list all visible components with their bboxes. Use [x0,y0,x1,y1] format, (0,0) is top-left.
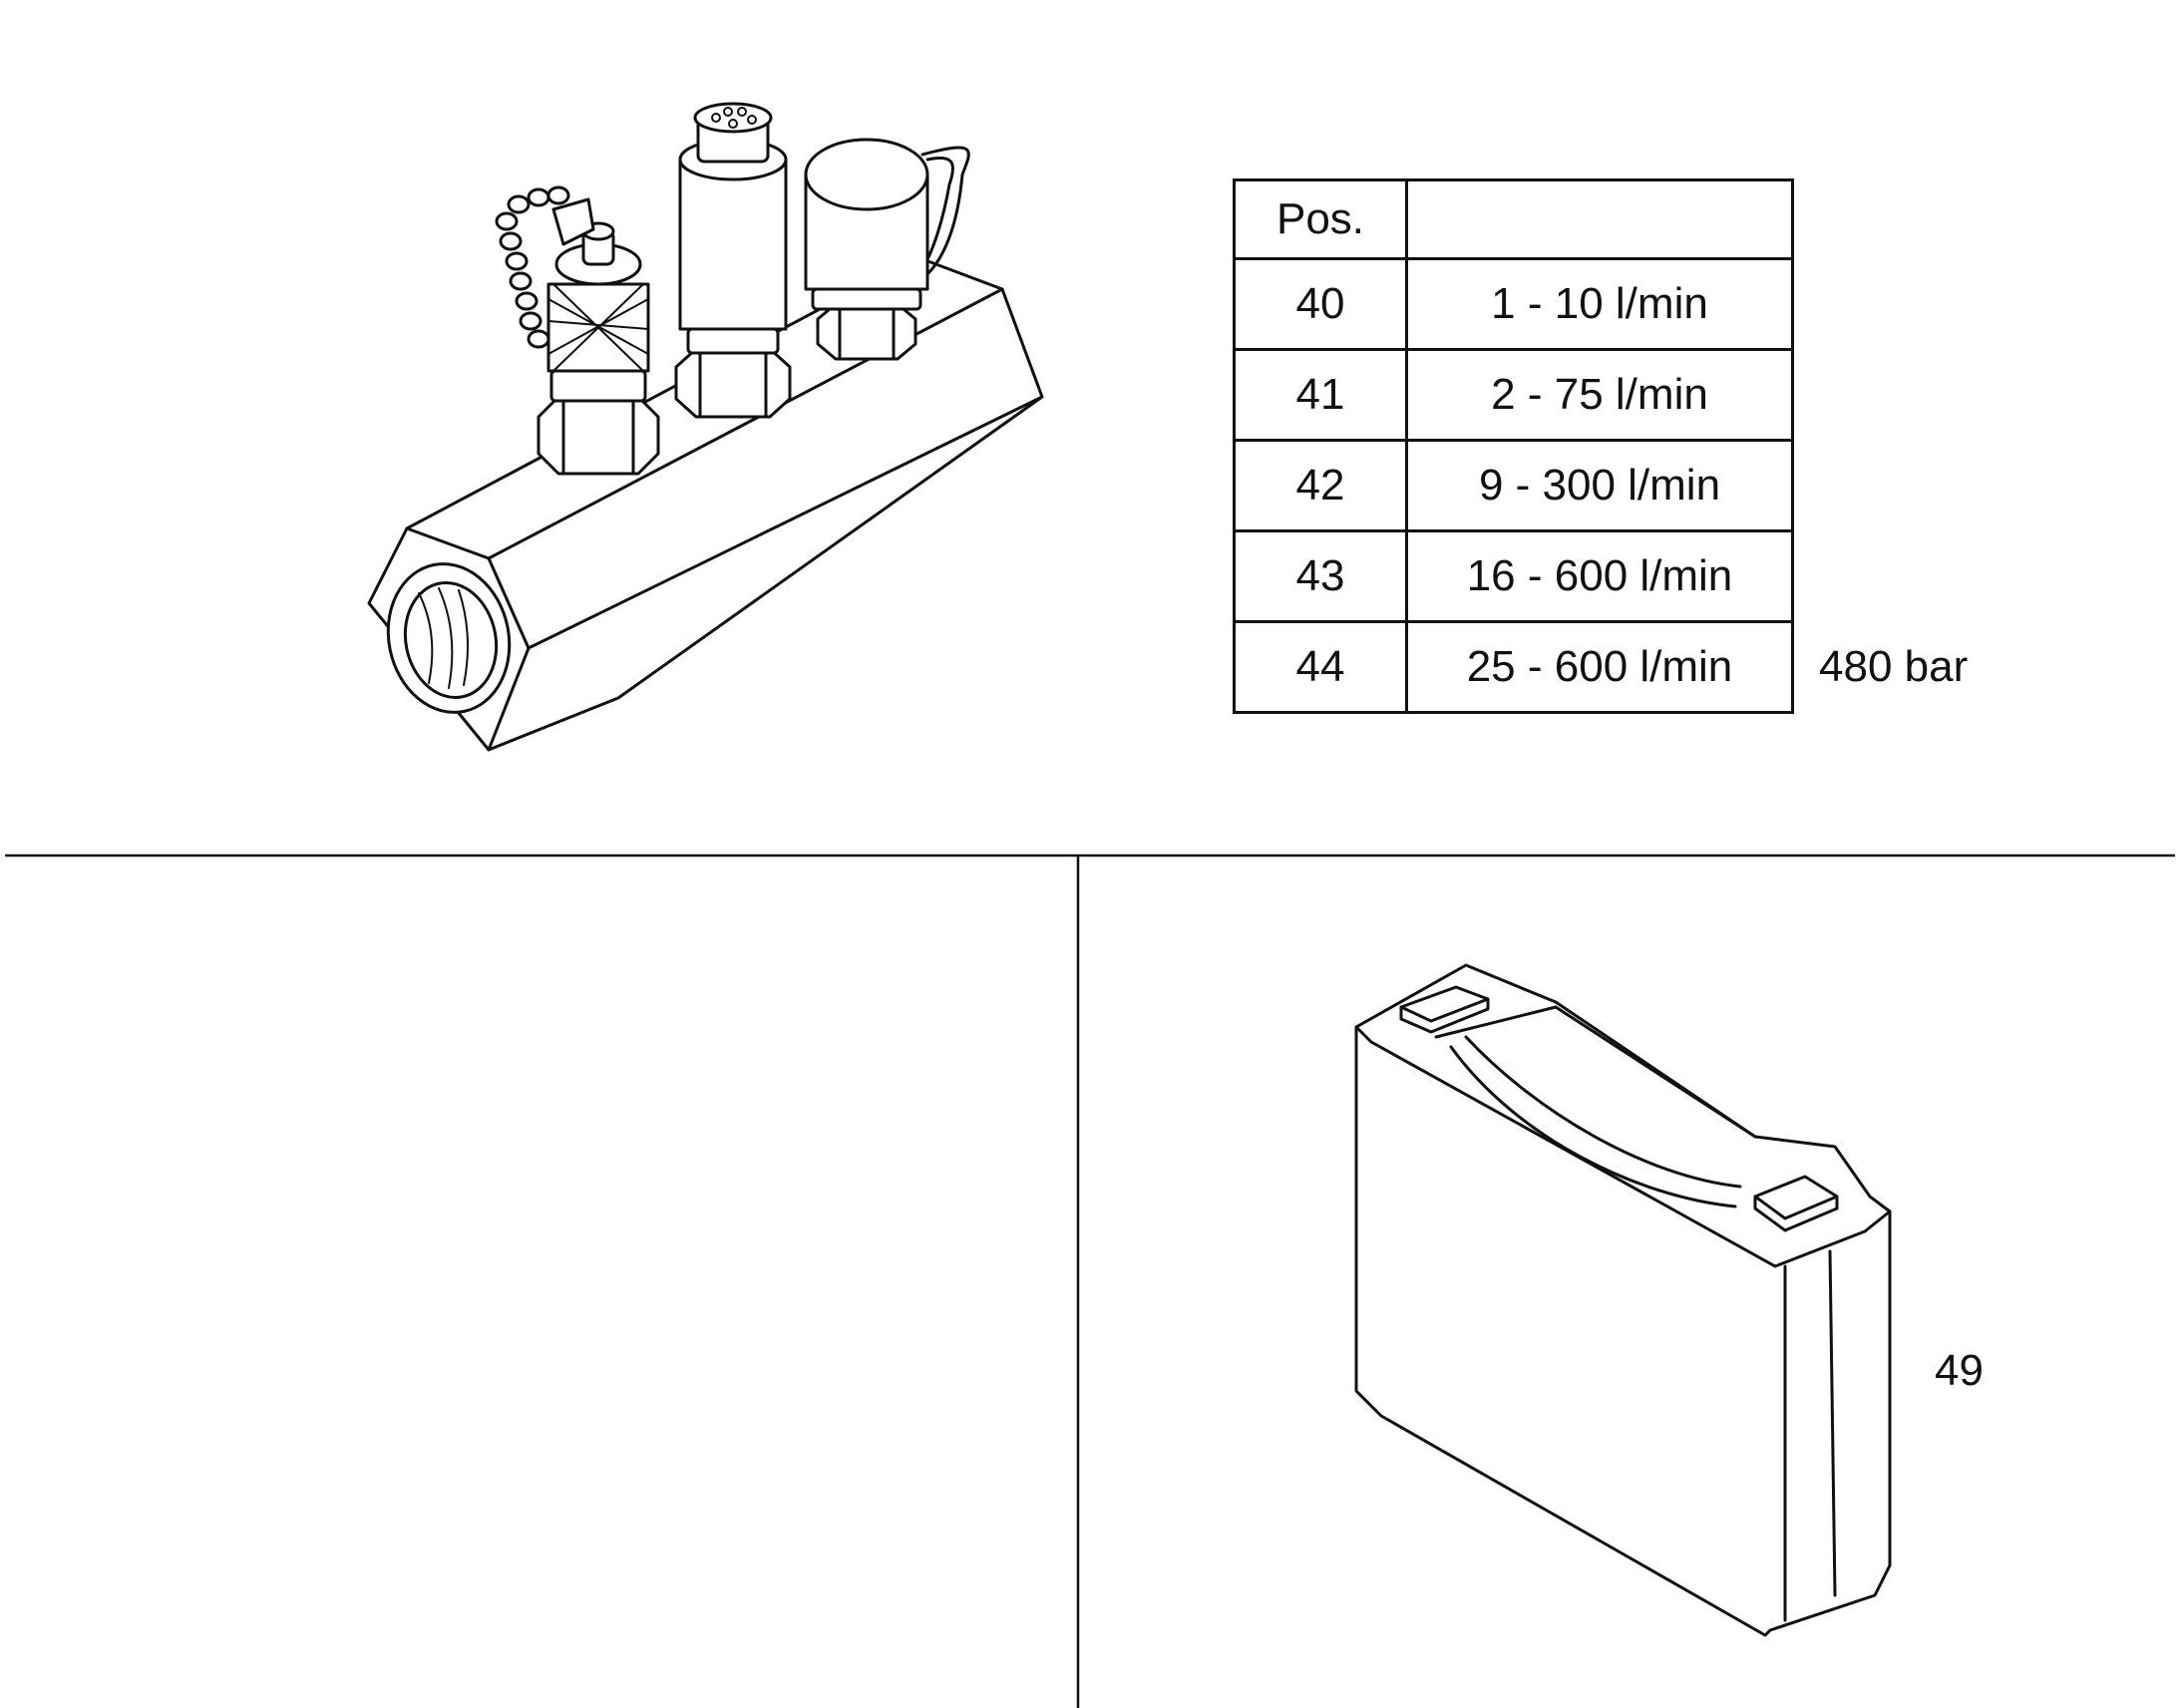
row-pos: 43 [1233,529,1408,623]
row-pos: 44 [1233,620,1408,714]
flow-block-illustration [367,102,1044,752]
pressure-label: 480 bar [1819,642,1969,691]
table-row: 43 16 - 600 l/min [1233,529,1794,623]
chain [495,185,570,349]
row-range: 9 - 300 l/min [1405,439,1794,532]
table-row: 44 25 - 600 l/min [1233,620,1794,714]
carrying-case-illustration [1354,963,1892,1637]
connector-pins [711,107,757,129]
table-row: 42 9 - 300 l/min [1233,439,1794,532]
row-pos: 40 [1233,257,1408,351]
row-range: 16 - 600 l/min [1405,529,1794,623]
case-position-label: 49 [1935,1346,1984,1395]
row-range: 25 - 600 l/min [1405,620,1794,714]
table-row: 40 1 - 10 l/min [1233,257,1794,351]
table-header-row: Pos. [1233,178,1794,260]
row-pos: 42 [1233,439,1408,532]
row-range: 1 - 10 l/min [1405,257,1794,351]
header-range [1405,178,1794,260]
table-row: 41 2 - 75 l/min [1233,348,1794,442]
row-range: 2 - 75 l/min [1405,348,1794,442]
flow-range-table: Pos. 40 1 - 10 l/min 41 2 - 75 l/min 42 … [1233,178,1794,714]
row-pos: 41 [1233,348,1408,442]
header-pos: Pos. [1233,178,1408,260]
